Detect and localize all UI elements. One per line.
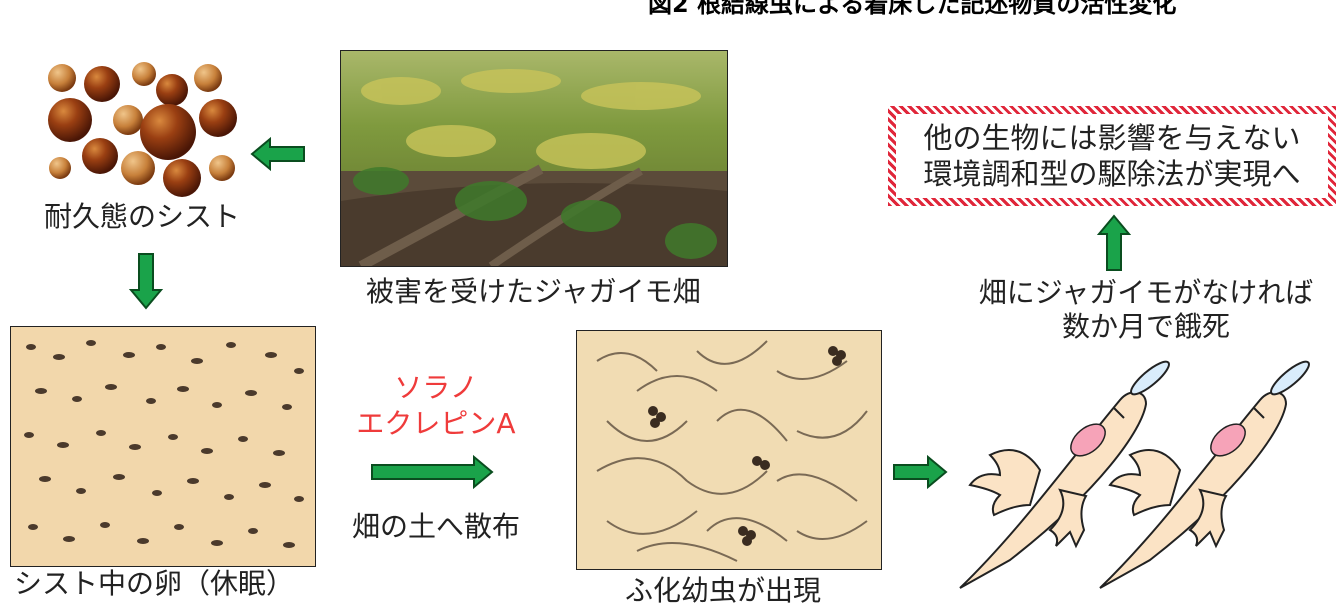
result-line2: 環境調和型の駆除法が実現へ xyxy=(923,157,1301,191)
reagent-name-line2: エクレピンA xyxy=(356,407,516,441)
potato-field-photo xyxy=(340,50,728,267)
arrow-right-starve xyxy=(893,454,948,490)
larvae-photo xyxy=(576,330,882,570)
larvae-label: ふ化幼虫が出現 xyxy=(625,574,822,607)
starving-larvae-illustration xyxy=(959,360,1310,589)
result-line1: 他の生物には影響を与えない xyxy=(923,120,1301,155)
larva-2 xyxy=(1099,360,1310,589)
starve-line2: 数か月で餓死 xyxy=(1061,309,1230,343)
cyst-photo xyxy=(48,62,237,197)
starve-caption: 畑にジャガイモがなければ 数か月で餓死 xyxy=(956,276,1336,343)
arrow-left xyxy=(250,136,305,172)
figure-title: 図2 根結線虫による着床した記述物質の活性変化 xyxy=(648,0,1177,18)
reagent-text: ソラノ エクレピンA xyxy=(346,370,526,443)
cyst-group xyxy=(48,62,237,197)
arrow-right-reagent xyxy=(371,454,494,490)
eggs-label: シスト中の卵（休眠） xyxy=(14,567,295,600)
reagent-name-line1: ソラノ xyxy=(394,371,478,404)
arrow-up xyxy=(1096,214,1132,271)
larva-1 xyxy=(959,360,1170,589)
result-box: 他の生物には影響を与えない 環境調和型の駆除法が実現へ xyxy=(888,106,1336,206)
cyst-label: 耐久態のシスト xyxy=(44,200,241,233)
starve-line1: 畑にジャガイモがなければ xyxy=(978,276,1314,309)
eggs-photo xyxy=(10,326,316,567)
arrow-down xyxy=(128,253,164,310)
reagent-action: 畑の土へ散布 xyxy=(351,510,520,543)
field-label: 被害を受けたジャガイモ畑 xyxy=(366,275,701,308)
